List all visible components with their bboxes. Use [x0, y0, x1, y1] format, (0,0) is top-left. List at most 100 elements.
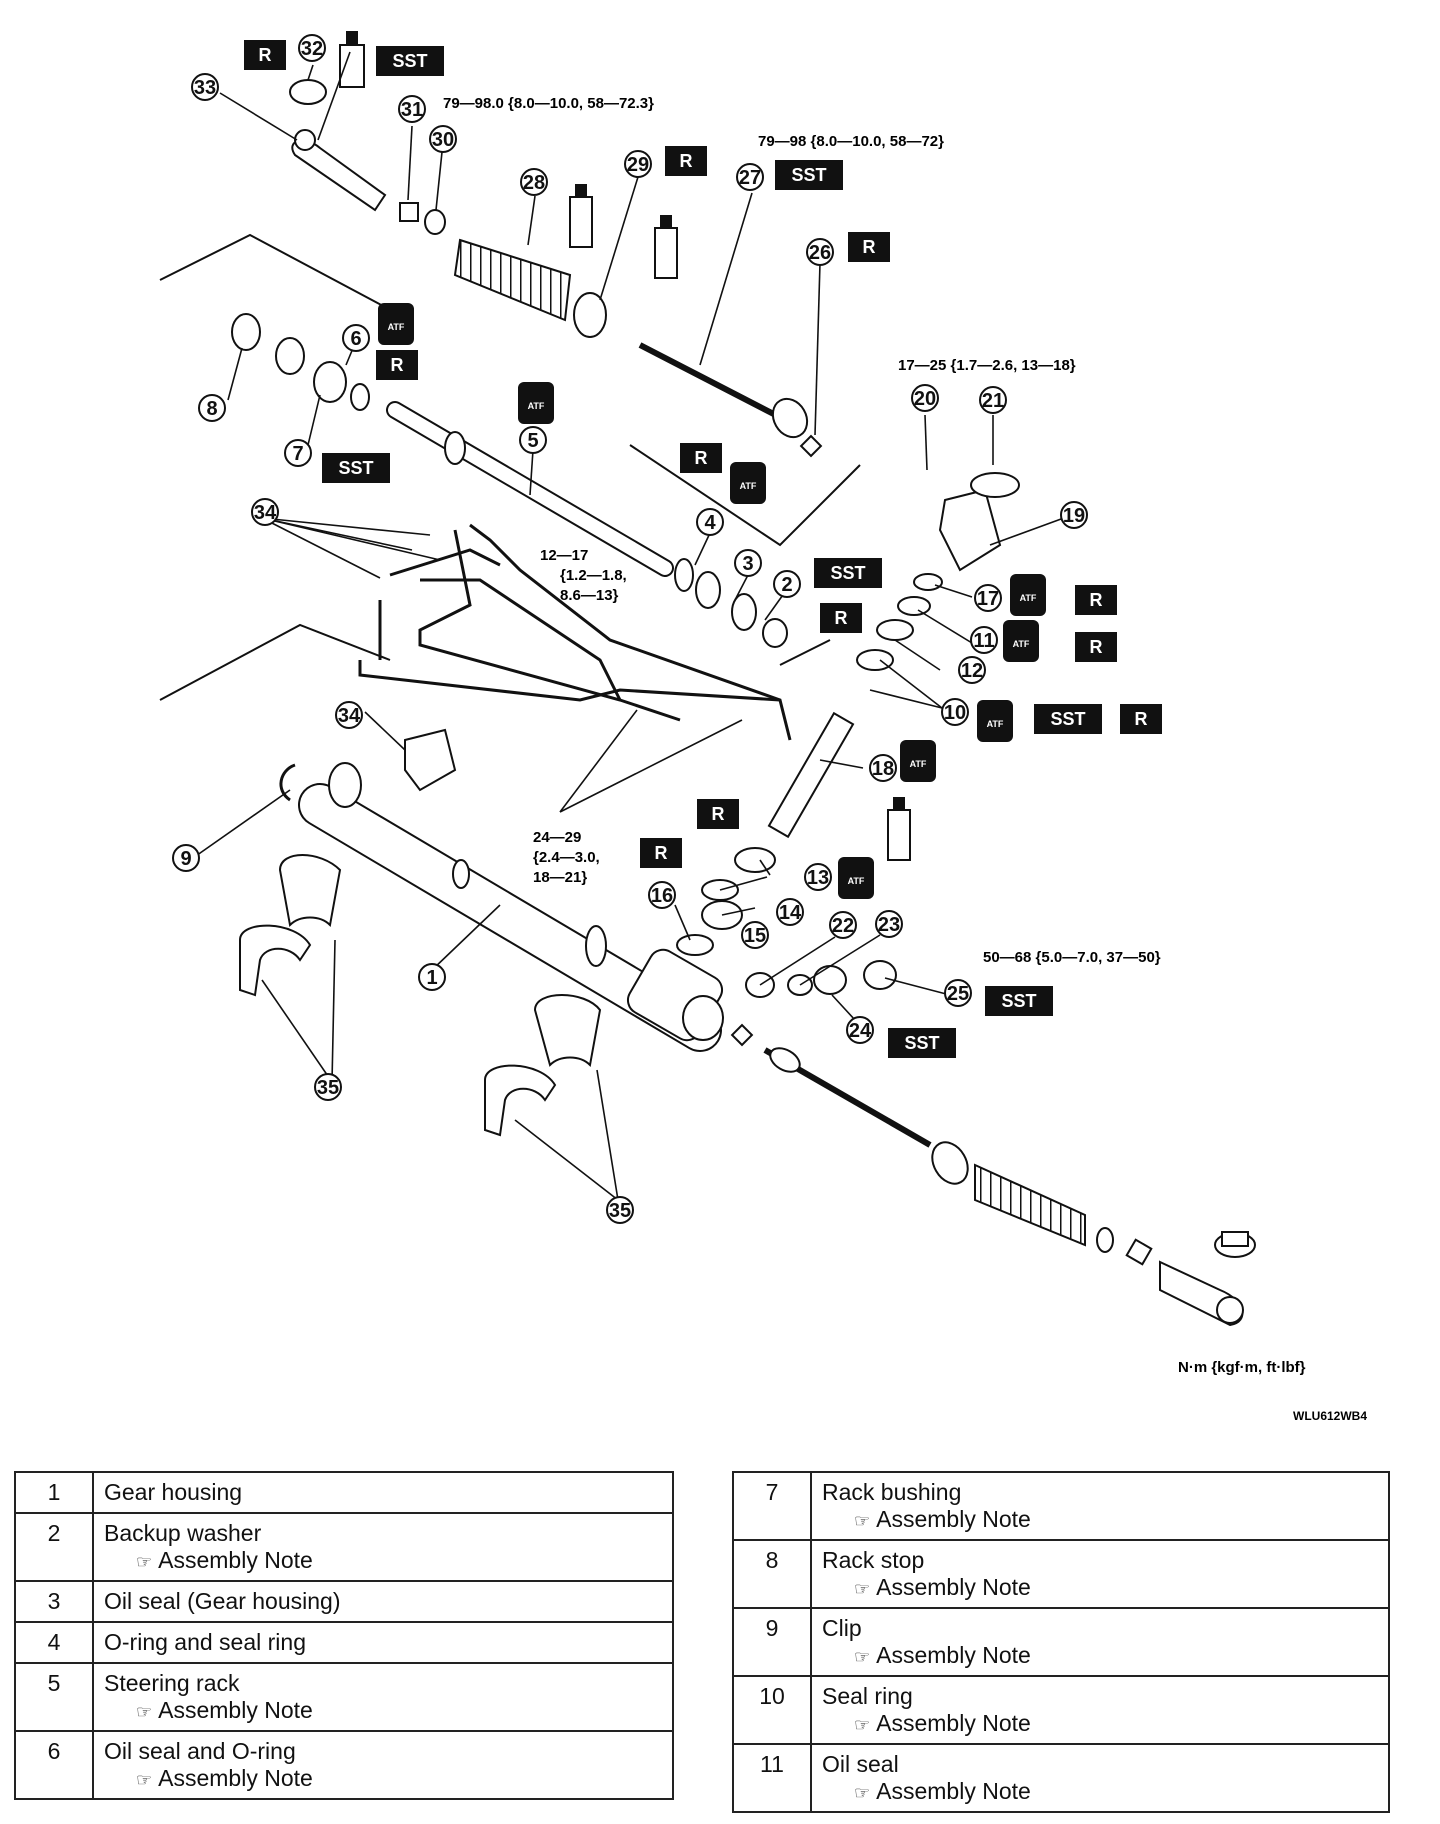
badge-r-6: R: [376, 350, 418, 380]
svg-text:34: 34: [254, 502, 277, 524]
callout-35b: 35: [606, 1196, 634, 1224]
svg-text:18: 18: [872, 758, 894, 780]
callout-26: 26: [806, 238, 834, 266]
svg-text:1: 1: [426, 967, 437, 989]
part-number: 5: [14, 1662, 94, 1732]
assembly-note-link[interactable]: ☞Assembly Note: [822, 1642, 1378, 1669]
pointing-hand-icon: ☞: [136, 1702, 153, 1722]
svg-text:SST: SST: [791, 165, 826, 185]
svg-text:23: 23: [878, 914, 900, 936]
badge-r-29: R: [665, 146, 707, 176]
callout-12: 12: [958, 656, 986, 684]
svg-text:R: R: [835, 608, 848, 628]
reference-frame-lower: [159, 623, 391, 701]
svg-text:R: R: [1090, 590, 1103, 610]
part-description: Steering rack☞Assembly Note: [92, 1662, 674, 1732]
part-name: Oil seal and O-ring: [104, 1738, 296, 1764]
svg-text:5: 5: [527, 430, 538, 452]
pointing-hand-icon: ☞: [854, 1579, 871, 1599]
part-name: Backup washer: [104, 1520, 262, 1546]
svg-text:21: 21: [982, 390, 1004, 412]
svg-text:30: 30: [432, 129, 454, 151]
callout-17: 17: [974, 584, 1002, 612]
callout-3: 3: [734, 549, 762, 577]
part-number: 6: [14, 1730, 94, 1800]
svg-text:R: R: [712, 804, 725, 824]
callout-13: 13: [804, 863, 832, 891]
badges: R SST R SST R R SST R SST R R R SST R R …: [244, 40, 1162, 1058]
badge-sst-32: SST: [376, 46, 444, 76]
assembly-note-link[interactable]: ☞Assembly Note: [822, 1710, 1378, 1737]
svg-text:15: 15: [744, 925, 766, 947]
callout-35a: 35: [314, 1073, 342, 1101]
torque-spec-4a: 12—17: [540, 547, 588, 564]
reference-frame-upper: [159, 233, 401, 316]
badge-r-13a: R: [697, 799, 739, 829]
assembly-note-link[interactable]: ☞Assembly Note: [104, 1697, 662, 1724]
atf-can-6: ATF: [977, 700, 1013, 742]
svg-text:R: R: [391, 355, 404, 375]
assembly-note-link[interactable]: ☞Assembly Note: [822, 1778, 1378, 1805]
svg-text:16: 16: [651, 885, 673, 907]
callout-5: 5: [519, 426, 547, 454]
callout-29: 29: [624, 150, 652, 178]
pointing-hand-icon: ☞: [854, 1511, 871, 1531]
svg-text:ATF: ATF: [1013, 639, 1030, 649]
bracket-right-lower: [484, 1064, 557, 1137]
units-label: N·m {kgf·m, ft·lbf}: [1178, 1359, 1306, 1376]
figure-code: WLU612WB4: [1293, 1409, 1367, 1420]
atf-can-1: ATF: [378, 303, 414, 345]
atf-can-4: ATF: [1010, 574, 1046, 616]
svg-text:SST: SST: [338, 458, 373, 478]
tie-rod-left: [638, 342, 797, 428]
pointing-hand-icon: ☞: [136, 1770, 153, 1790]
callout-8: 8: [198, 394, 226, 422]
part-name: Steering rack: [104, 1670, 240, 1696]
part-number: 4: [14, 1621, 94, 1664]
badge-sst-25: SST: [985, 986, 1053, 1016]
torque-spec-4c: 8.6—13}: [560, 587, 619, 604]
badge-r-12: R: [820, 603, 862, 633]
assembly-note-label: Assembly Note: [876, 1506, 1031, 1532]
svg-text:ATF: ATF: [987, 719, 1004, 729]
pipes: [358, 523, 792, 741]
assembly-note-link[interactable]: ☞Assembly Note: [104, 1765, 662, 1792]
assembly-note-label: Assembly Note: [876, 1574, 1031, 1600]
svg-text:SST: SST: [392, 51, 427, 71]
svg-text:ATF: ATF: [740, 481, 757, 491]
svg-text:26: 26: [809, 242, 831, 264]
badge-r-11: R: [1075, 632, 1117, 662]
svg-text:R: R: [695, 448, 708, 468]
svg-text:24: 24: [849, 1020, 872, 1042]
badge-r-17: R: [1075, 585, 1117, 615]
torque-spec-5a: 24—29: [533, 829, 581, 846]
assembly-note-link[interactable]: ☞Assembly Note: [822, 1506, 1378, 1533]
svg-text:R: R: [1090, 637, 1103, 657]
torque-spec-5c: 18—21}: [533, 869, 587, 886]
callout-21: 21: [979, 386, 1007, 414]
part-description: Seal ring☞Assembly Note: [810, 1675, 1390, 1745]
svg-text:6: 6: [350, 328, 361, 350]
pointing-hand-icon: ☞: [854, 1647, 871, 1667]
boot-left: [453, 238, 572, 322]
svg-text:3: 3: [742, 553, 753, 575]
atf-cans: ATF ATF ATF ATF ATF ATF ATF ATF: [378, 303, 1046, 899]
callout-27: 27: [736, 163, 764, 191]
callout-11: 11: [970, 626, 998, 654]
part-number: 9: [732, 1607, 812, 1677]
callout-28: 28: [520, 168, 548, 196]
pinion-cover: [938, 488, 1002, 572]
assembly-note-link[interactable]: ☞Assembly Note: [104, 1547, 662, 1574]
svg-text:ATF: ATF: [848, 876, 865, 886]
part-name: Clip: [822, 1615, 862, 1641]
callout-20: 20: [911, 384, 939, 412]
svg-text:R: R: [259, 45, 272, 65]
svg-text:32: 32: [301, 38, 323, 60]
assembly-note-link[interactable]: ☞Assembly Note: [822, 1574, 1378, 1601]
